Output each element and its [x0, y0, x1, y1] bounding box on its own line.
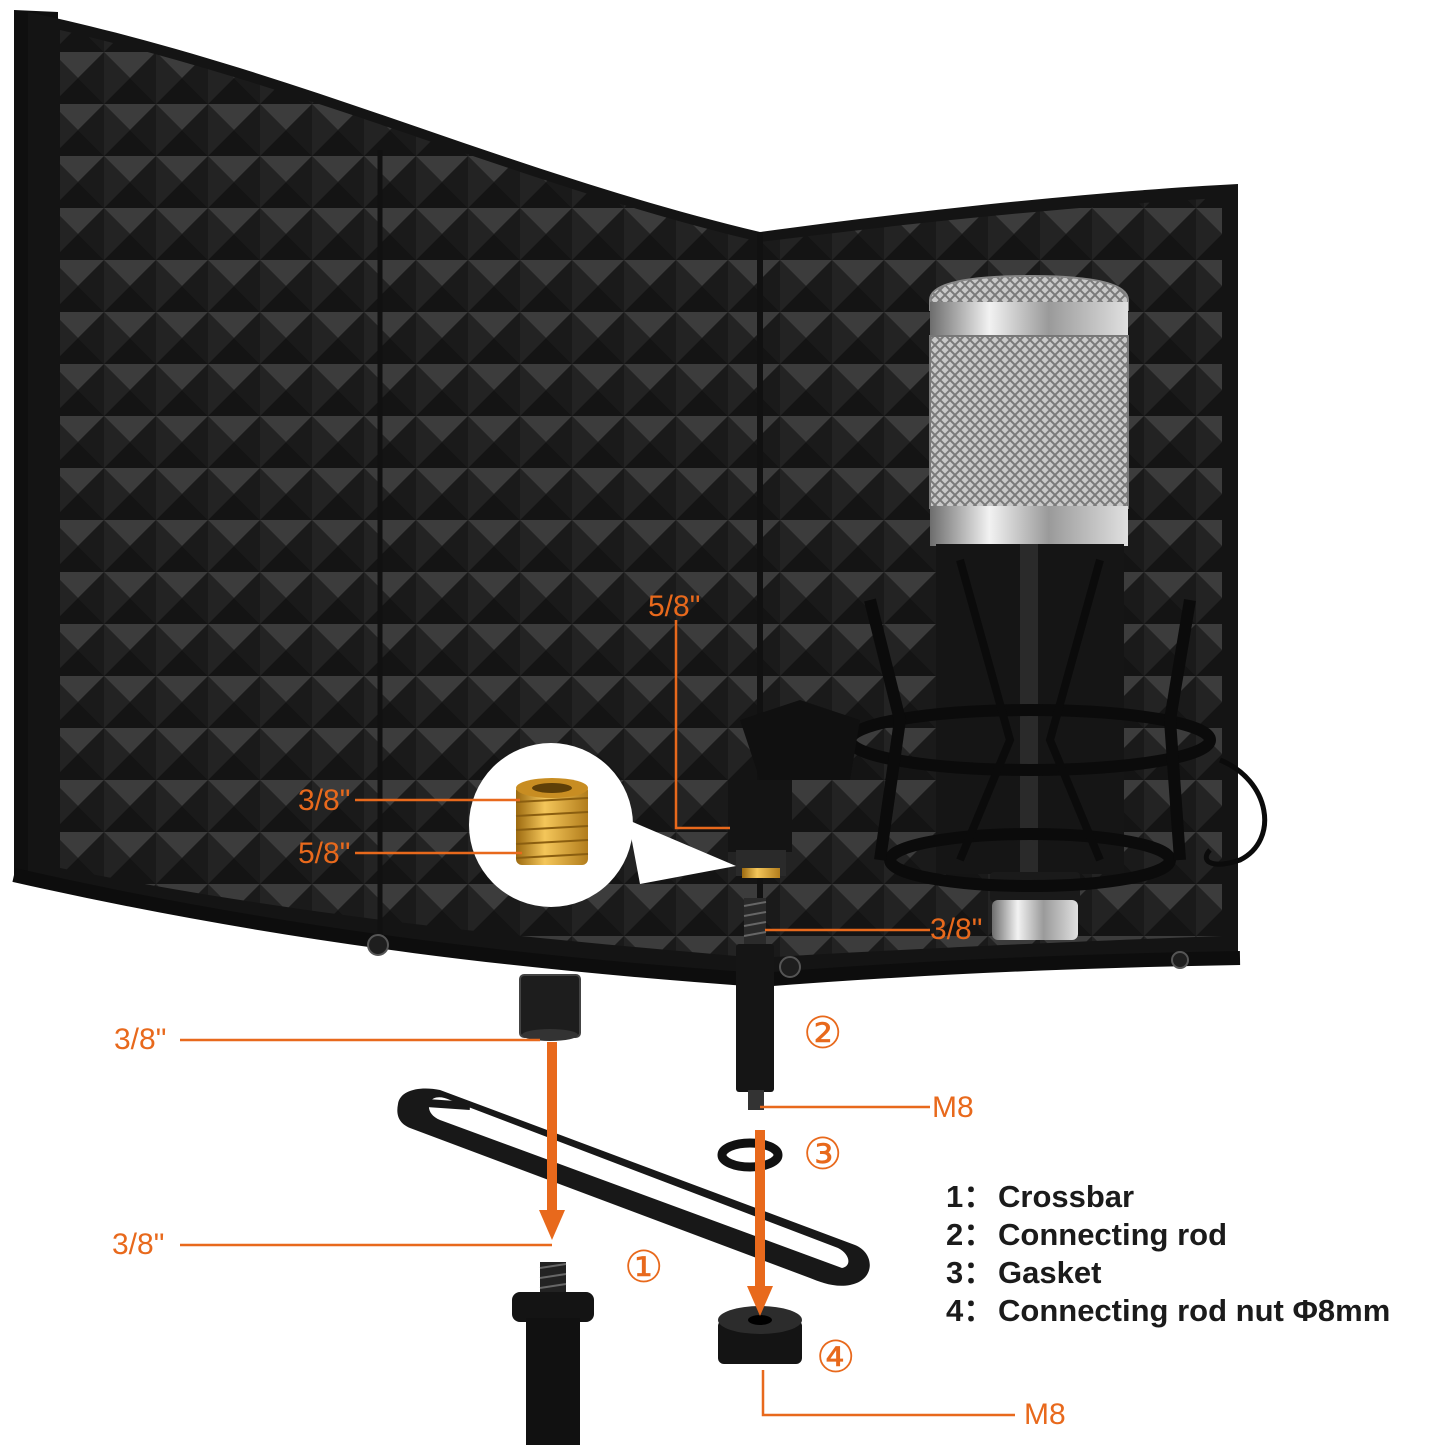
- legend-number: 2：: [946, 1217, 995, 1252]
- connecting-rod: [736, 898, 774, 1110]
- parts-legend: 1：Crossbar 2：Connecting rod 3：Gasket 4：C…: [946, 1178, 1436, 1330]
- callout-nut-thread: M8: [1024, 1398, 1066, 1431]
- legend-label: Connecting rod: [998, 1217, 1228, 1252]
- legend-item-gasket: 3：Gasket: [946, 1254, 1436, 1292]
- callout-shield-socket: 3/8": [114, 1023, 167, 1056]
- legend-item-nut: 4：Connecting rod nut Φ8mm: [946, 1292, 1436, 1330]
- crossbar: [397, 1088, 870, 1286]
- leader-lines: [180, 620, 1015, 1417]
- gasket: [717, 1138, 783, 1172]
- assembly-arrows: [539, 1042, 773, 1316]
- adapter-zoom: [469, 743, 736, 907]
- legend-item-rod: 2：Connecting rod: [946, 1216, 1436, 1254]
- stand: [512, 1262, 594, 1445]
- legend-number: 1：: [946, 1179, 995, 1214]
- legend-number: 4：: [946, 1293, 995, 1328]
- callout-adapter-bottom: 5/8": [298, 837, 351, 870]
- legend-item-crossbar: 1：Crossbar: [946, 1178, 1436, 1216]
- legend-number: 3：: [946, 1255, 995, 1290]
- callout-rod-bottom: M8: [932, 1091, 974, 1124]
- legend-label: Connecting rod nut Φ8mm: [998, 1293, 1391, 1328]
- legend-label: Gasket: [998, 1255, 1102, 1290]
- vocal-shield: [12, 10, 1241, 988]
- callout-adapter-top: 3/8": [298, 784, 351, 817]
- callout-stand-thread: 3/8": [112, 1228, 165, 1261]
- marker-nut: ④: [816, 1333, 856, 1382]
- marker-gasket: ③: [803, 1130, 843, 1179]
- mount-swivel: [728, 700, 860, 878]
- legend-label: Crossbar: [998, 1179, 1135, 1214]
- shield-socket: [519, 974, 581, 1041]
- marker-crossbar: ①: [624, 1243, 664, 1292]
- marker-rod: ②: [803, 1009, 843, 1058]
- callout-mount-thread: 5/8": [648, 590, 701, 623]
- rod-nut: [718, 1306, 802, 1364]
- callout-rod-top: 3/8": [930, 913, 983, 946]
